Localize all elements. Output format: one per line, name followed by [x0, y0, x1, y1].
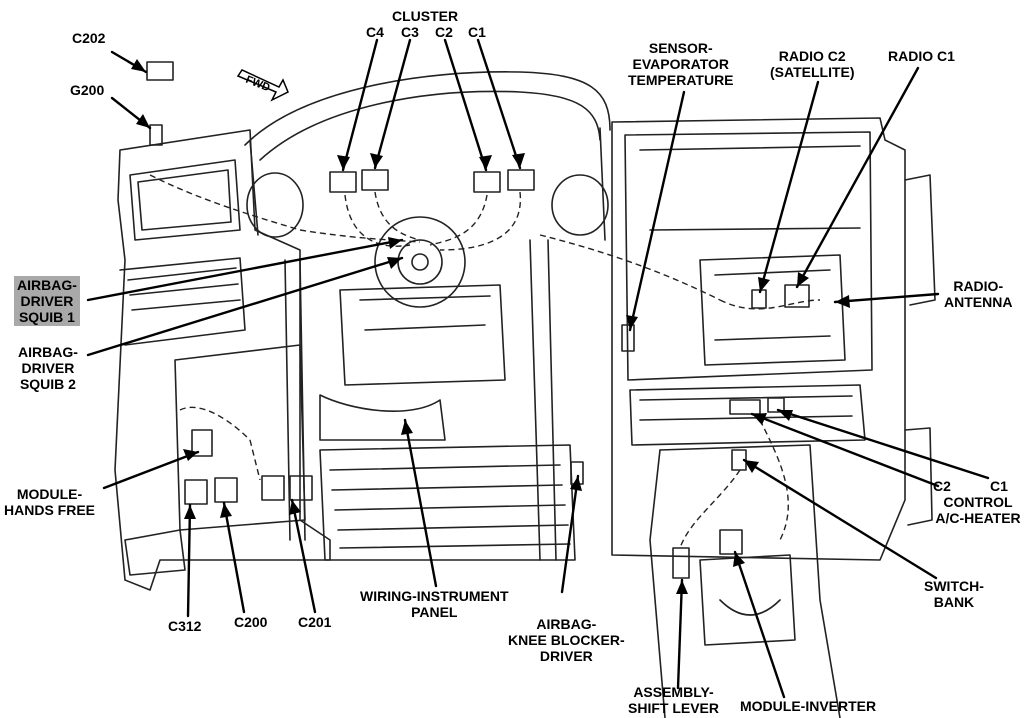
g200-label: G200: [70, 82, 105, 98]
airbag-knee-blocker-label: AIRBAG- KNEE BLOCKER- DRIVER: [508, 616, 625, 664]
airbag-driver-squib-1-label: AIRBAG- DRIVER SQUIB 1: [14, 276, 80, 326]
c1-cluster-label: C1: [468, 24, 486, 40]
radio-antenna-label: RADIO- ANTENNA: [944, 278, 1013, 310]
c2-control-label: C2: [933, 478, 951, 494]
c200-label: C200: [234, 614, 268, 630]
radio-c2-label: RADIO C2 (SATELLITE): [770, 48, 855, 80]
c1-control-ac-heater-label: C1 CONTROL A/C-HEATER: [935, 478, 1021, 526]
c201-label: C201: [298, 614, 332, 630]
module-inverter-label: MODULE-INVERTER: [740, 698, 877, 714]
module-hands-free-label: MODULE- HANDS FREE: [4, 486, 96, 518]
cluster-label: CLUSTER: [392, 8, 459, 24]
sensor-evaporator-label: SENSOR- EVAPORATOR TEMPERATURE: [628, 40, 734, 88]
forward-arrow-icon: [236, 69, 289, 102]
c4-label: C4: [366, 24, 384, 40]
c312-label: C312: [168, 618, 202, 634]
airbag-driver-squib-2-label: AIRBAG- DRIVER SQUIB 2: [18, 344, 78, 392]
fwd-label: FWD: [244, 74, 272, 95]
wiring-instrument-panel-label: WIRING-INSTRUMENT PANEL: [360, 588, 509, 620]
c202-label: C202: [72, 30, 106, 46]
c2-cluster-label: C2: [435, 24, 453, 40]
switch-bank-label: SWITCH- BANK: [924, 578, 984, 610]
c3-label: C3: [401, 24, 419, 40]
radio-c1-label: RADIO C1: [888, 48, 955, 64]
assembly-shift-lever-label: ASSEMBLY- SHIFT LEVER: [628, 684, 720, 716]
